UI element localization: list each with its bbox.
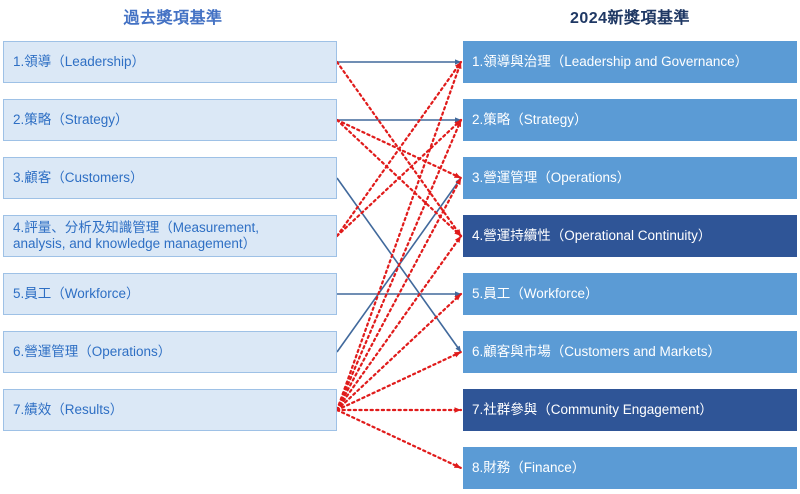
- new-criterion-box-1[interactable]: 1.領導與治理（Leadership and Governance）: [463, 41, 797, 83]
- new-criterion-box-7[interactable]: 7.社群參與（Community Engagement）: [463, 389, 797, 431]
- left-column-title: 過去獎項基準: [123, 10, 223, 27]
- old-criterion-box-2[interactable]: 2.策略（Strategy）: [3, 99, 337, 141]
- dotted-connector-l2-to-r3: [335, 118, 463, 180]
- dotted-connector-l2-to-r4: [335, 118, 463, 238]
- new-criterion-label-8: 8.財務（Finance）: [472, 459, 586, 475]
- new-criterion-label-6: 6.顧客與市場（Customers and Markets）: [472, 343, 722, 359]
- new-criterion-box-4[interactable]: 4.營運持續性（Operational Continuity）: [463, 215, 797, 257]
- solid-connector-l6-to-r3: [336, 177, 462, 353]
- dotted-connector-l7-to-r2: [335, 118, 463, 412]
- new-criterion-box-2[interactable]: 2.策略（Strategy）: [463, 99, 797, 141]
- old-criterion-box-3[interactable]: 3.顧客（Customers）: [3, 157, 337, 199]
- old-criterion-label-1: 1.領導（Leadership）: [13, 53, 146, 69]
- old-criterion-box-5[interactable]: 5.員工（Workforce）: [3, 273, 337, 315]
- old-criterion-label-7: 7.績效（Results）: [13, 401, 124, 417]
- new-criterion-box-6[interactable]: 6.顧客與市場（Customers and Markets）: [463, 331, 797, 373]
- dotted-connector-l7-to-r8: [335, 408, 463, 470]
- dotted-connector-l7-to-r3: [335, 176, 463, 412]
- old-criterion-box-4[interactable]: 4.評量、分析及知識管理（Measurement, analysis, and …: [3, 215, 337, 257]
- new-criterion-label-1: 1.領導與治理（Leadership and Governance）: [472, 53, 749, 69]
- new-criterion-label-3: 3.營運管理（Operations）: [472, 169, 631, 185]
- old-criterion-box-6[interactable]: 6.營運管理（Operations）: [3, 331, 337, 373]
- dotted-connector-l7-to-r6: [335, 350, 463, 412]
- old-criterion-box-7[interactable]: 7.績效（Results）: [3, 389, 337, 431]
- solid-connectors: [336, 59, 462, 353]
- new-criterion-box-8[interactable]: 8.財務（Finance）: [463, 447, 797, 489]
- dotted-connector-l7-to-r5: [335, 292, 463, 412]
- dotted-connector-l4-to-r1: [335, 60, 463, 238]
- old-criterion-label-5: 5.員工（Workforce）: [13, 285, 140, 301]
- new-criterion-box-5[interactable]: 5.員工（Workforce）: [463, 273, 797, 315]
- dotted-connector-l1-to-r4: [335, 60, 463, 238]
- dotted-connector-l7-to-r1: [335, 60, 463, 412]
- new-criterion-label-4: 4.營運持續性（Operational Continuity）: [472, 227, 712, 243]
- dotted-connector-l7-to-r4: [335, 234, 463, 412]
- dotted-connector-l4-to-r2: [335, 118, 463, 238]
- old-criterion-label-4: 4.評量、分析及知識管理（Measurement, analysis, and …: [13, 219, 260, 251]
- new-criterion-box-3[interactable]: 3.營運管理（Operations）: [463, 157, 797, 199]
- right-column-title: 2024新獎項基準: [569, 10, 691, 27]
- old-criterion-box-1[interactable]: 1.領導（Leadership）: [3, 41, 337, 83]
- old-criterion-label-3: 3.顧客（Customers）: [13, 169, 144, 185]
- new-criterion-label-5: 5.員工（Workforce）: [472, 285, 599, 301]
- old-criterion-label-2: 2.策略（Strategy）: [13, 111, 129, 127]
- old-criterion-label-6: 6.營運管理（Operations）: [13, 343, 172, 359]
- new-criterion-label-7: 7.社群參與（Community Engagement）: [472, 401, 713, 417]
- solid-connector-l3-to-r6: [336, 177, 462, 353]
- new-criterion-label-2: 2.策略（Strategy）: [472, 111, 588, 127]
- dotted-connectors: [335, 60, 463, 470]
